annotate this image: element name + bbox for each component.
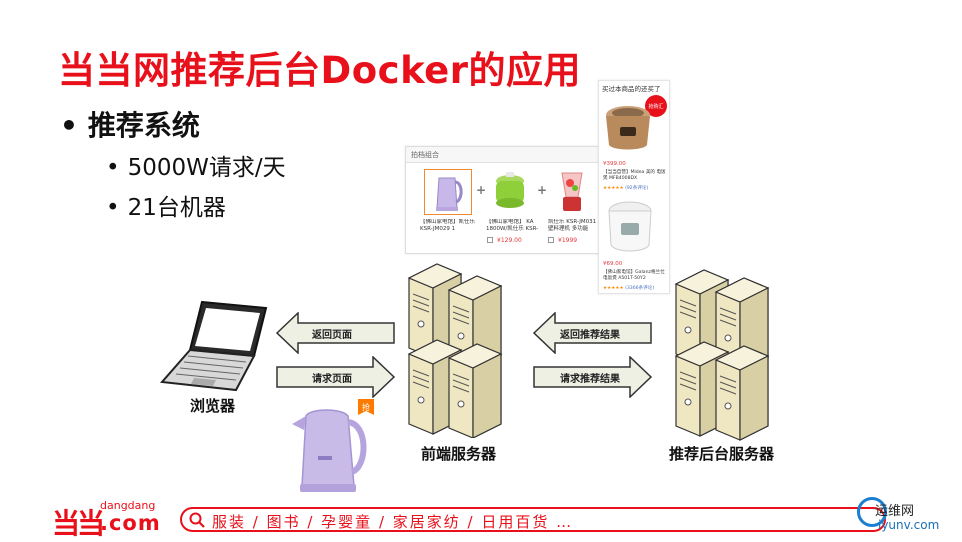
return-page-text: 返回页面 — [312, 330, 352, 341]
flash-sale-badge-text: 抢 — [362, 403, 370, 412]
product-price: ¥69.00 — [603, 261, 623, 267]
slide-title: 当当网推荐后台Docker的应用 — [58, 49, 582, 92]
product-rating: ★★★★★ (3366条评论) — [603, 285, 654, 291]
request-result-text: 请求推荐结果 — [560, 374, 620, 385]
request-page-text: 请求页面 — [312, 374, 352, 385]
laptop-icon — [159, 300, 268, 392]
review-count[interactable]: (3366条评论) — [625, 286, 655, 291]
return-page-arrow-icon — [276, 312, 395, 354]
dangdang-logo-com: .com — [100, 511, 161, 535]
request-page-arrow-icon — [276, 356, 396, 398]
flash-sale-badge-icon — [358, 399, 374, 415]
review-count[interactable]: (92条评论) — [625, 186, 649, 191]
promo-badge: 抢购汇 — [645, 95, 667, 117]
combo-item-price: ¥1999 — [558, 237, 578, 244]
browser-label: 浏览器 — [190, 397, 236, 415]
search-icon — [189, 512, 205, 528]
combo-item-name[interactable]: 凯仕乐 KSR-JM031 破壁料理机 多功能 — [548, 219, 604, 232]
frontend-server-label: 前端服务器 — [421, 445, 497, 463]
combo-item-price: ¥129.00 — [497, 237, 522, 244]
rating-stars-icon: ★★★★★ — [603, 186, 624, 191]
bullet-machines: 21台机器 — [106, 188, 226, 222]
rice-cooker-white-image[interactable] — [605, 197, 655, 257]
also-bought-panel: 买过本商品的还买了 抢购汇 ¥399.00 【当当自营】Midea 美的 电饭煲… — [598, 80, 670, 294]
backend-server-label: 推荐后台服务器 — [669, 445, 775, 463]
rating-stars-icon: ★★★★★ — [603, 286, 624, 291]
product-title[interactable]: 【当当自营】Midea 美的 电饭煲 MFB4008DX — [603, 170, 666, 181]
backend-server-icon — [675, 269, 769, 441]
also-bought-header: 买过本商品的还买了 — [602, 85, 661, 93]
request-result-arrow-icon — [533, 356, 653, 398]
frontend-server-icon — [408, 263, 502, 438]
combo-item-name[interactable]: 【佛山家电馆】凯仕乐 KSR-JM029 1 — [420, 219, 476, 232]
dangdang-logo-en: dangdang — [100, 499, 156, 512]
product-price: ¥399.00 — [603, 161, 626, 167]
return-result-text: 返回推荐结果 — [560, 330, 620, 341]
combo-item-blender[interactable] — [548, 169, 596, 215]
combo-panel: 拍档组合 + + 【佛山家电馆】凯仕乐 KSR-JM029 1 【佛山家电馆】 … — [405, 146, 603, 254]
combo-checkbox[interactable] — [487, 237, 493, 243]
watermark-text: 运维网 — [875, 504, 915, 519]
combo-item-name[interactable]: 【佛山家电馆】 KA 1800W/凯仕乐 KSR- — [486, 219, 539, 232]
kettle-product-image — [292, 409, 367, 492]
combo-item-steamer[interactable] — [486, 169, 534, 215]
bullet-main: 推荐系统 — [60, 104, 200, 144]
product-rating: ★★★★★ (92条评论) — [603, 185, 648, 191]
return-result-arrow-icon — [533, 312, 652, 354]
combo-item-kettle[interactable] — [424, 169, 472, 215]
dangdang-logo: 当当 — [52, 507, 105, 540]
plus-icon: + — [537, 183, 548, 197]
product-title[interactable]: 【佛山家电馆】Galanz格兰仕 电饭煲 A501T-50Y2 — [603, 270, 665, 281]
bullet-requests: 5000W请求/天 — [106, 148, 286, 182]
blender-thumbnail — [561, 172, 583, 211]
combo-checkbox[interactable] — [548, 237, 554, 243]
rice-cooker-image[interactable] — [603, 99, 653, 155]
combo-header: 拍档组合 — [406, 147, 598, 163]
category-search-bar[interactable]: 服装 / 图书 / 孕婴童 / 家居家纺 / 日用百货 … — [180, 507, 886, 532]
kettle-thumbnail — [436, 177, 463, 211]
category-links[interactable]: 服装 / 图书 / 孕婴童 / 家居家纺 / 日用百货 … — [212, 513, 574, 531]
watermark-url: iyunv.com — [878, 518, 940, 532]
steamer-thumbnail — [496, 172, 524, 208]
plus-icon: + — [476, 183, 487, 197]
watermark-logo-icon — [857, 497, 887, 527]
